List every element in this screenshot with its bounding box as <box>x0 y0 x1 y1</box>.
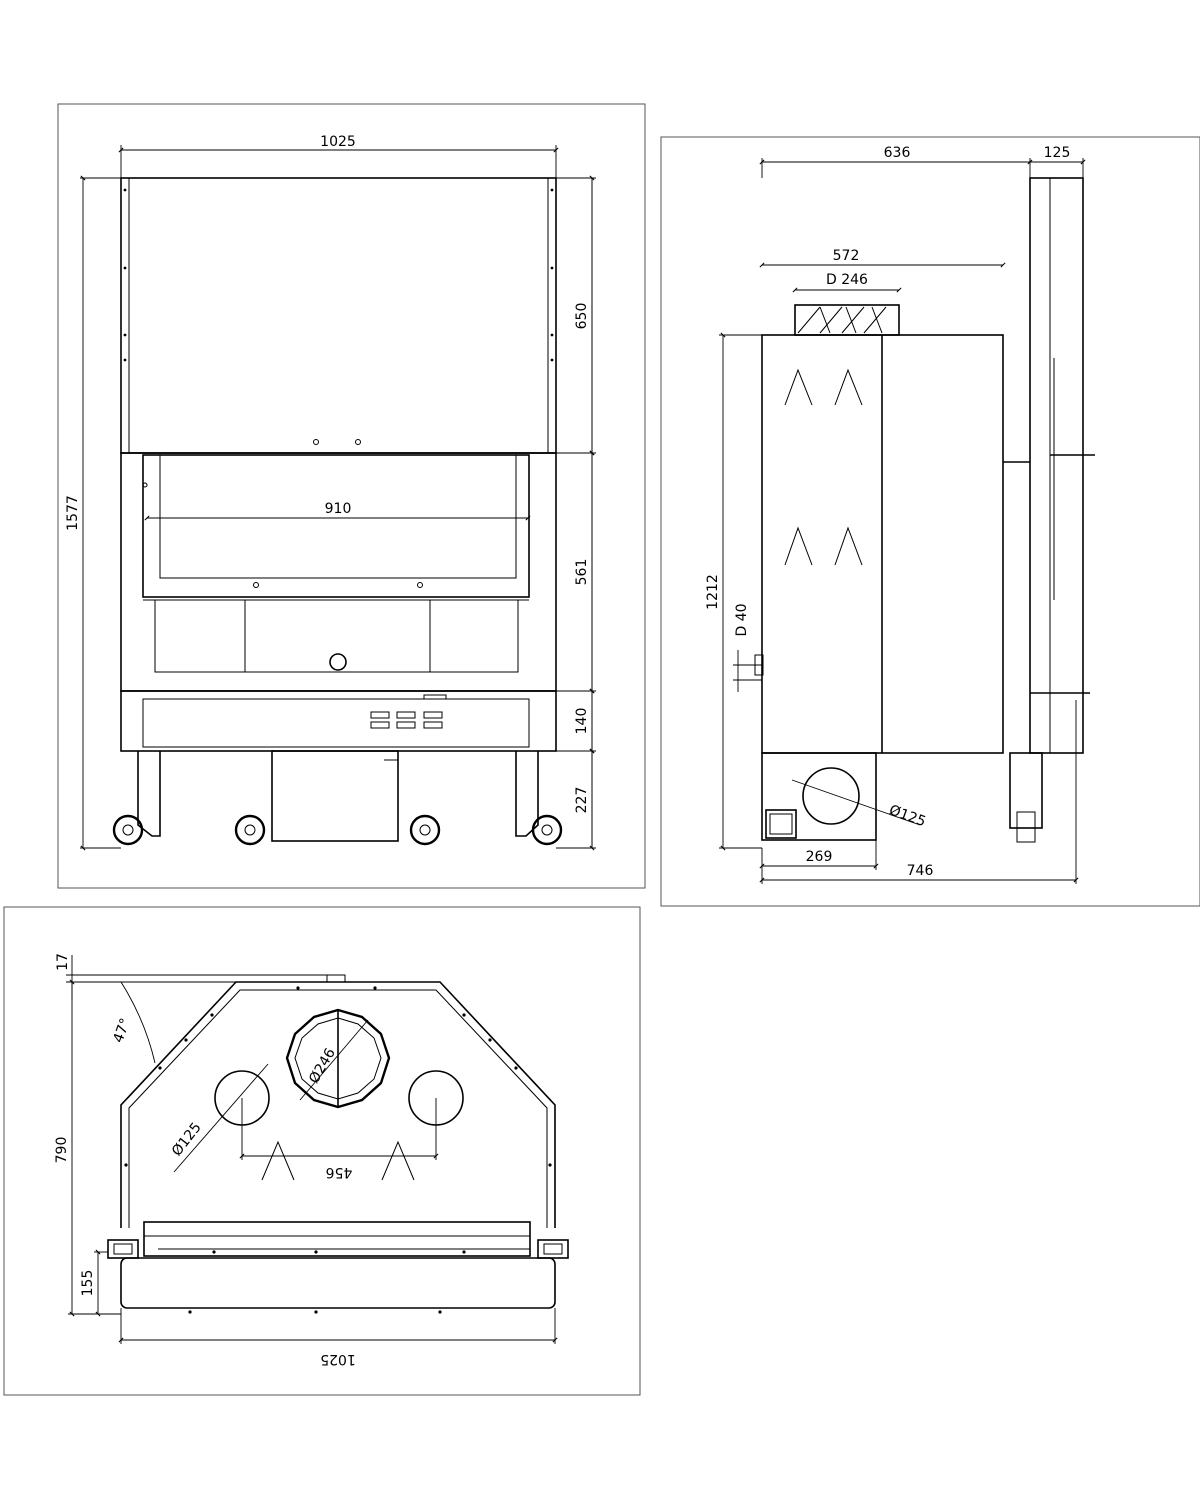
side-view-frame <box>660 136 1200 907</box>
air-intake-box <box>761 752 921 841</box>
dim-total-depth: 746 <box>907 863 934 879</box>
dim-opening-height: 561 <box>574 559 590 586</box>
dim-duct-spacing: 456 <box>326 1164 353 1180</box>
front-dimensions: 1025 1577 650 561 140 227 910 <box>65 134 596 851</box>
fire-opening <box>120 452 557 692</box>
dim-total-height: 1577 <box>65 495 81 531</box>
dim-front-depth: 155 <box>80 1270 96 1297</box>
front-view-frame <box>57 103 646 889</box>
dim-opening-width: 910 <box>325 501 352 517</box>
dim-overall-depth: 790 <box>54 1137 70 1164</box>
legs-and-castors <box>112 750 563 846</box>
side-view: 636 125 572 D 246 1212 D 40 Ø125 269 746 <box>660 136 1200 907</box>
dim-intake-offset: 269 <box>806 849 833 865</box>
dim-door-depth: 125 <box>1044 145 1071 161</box>
dim-flue-diameter: Ø246 <box>306 1046 339 1087</box>
side-body <box>754 304 1004 754</box>
dim-base-height: 140 <box>574 708 590 735</box>
control-knobs <box>370 711 443 729</box>
dim-inlet-diameter: D 40 <box>734 603 750 636</box>
side-dimensions: 636 125 572 D 246 1212 D 40 Ø125 269 746 <box>705 145 1086 884</box>
front-view: 1025 1577 650 561 140 227 910 <box>57 103 646 889</box>
top-body <box>120 974 556 1228</box>
flue-and-ducts <box>173 1008 464 1181</box>
dim-depth-top: 636 <box>884 145 911 161</box>
hood <box>120 177 557 454</box>
dim-overall-width: 1025 <box>320 134 356 150</box>
dim-body-depth: 572 <box>833 248 860 264</box>
dim-body-height: 1212 <box>705 574 721 610</box>
dim-angle: 47° <box>110 1016 134 1045</box>
dim-air-intake-diameter: Ø125 <box>887 802 928 830</box>
dim-door-offset: 17 <box>55 953 71 971</box>
door-column <box>1003 177 1095 843</box>
dim-duct-diameter: Ø125 <box>169 1120 205 1160</box>
control-base <box>120 690 557 752</box>
top-front-frame <box>107 1221 569 1314</box>
dim-collar-diameter: D 246 <box>826 272 868 288</box>
dim-leg-height: 227 <box>574 787 590 814</box>
top-view: 17 47° Ø246 Ø125 456 790 155 1025 <box>3 906 641 1396</box>
dim-hood-height: 650 <box>574 303 590 330</box>
dim-top-overall-width: 1025 <box>320 1351 356 1367</box>
top-view-frame <box>3 906 641 1396</box>
